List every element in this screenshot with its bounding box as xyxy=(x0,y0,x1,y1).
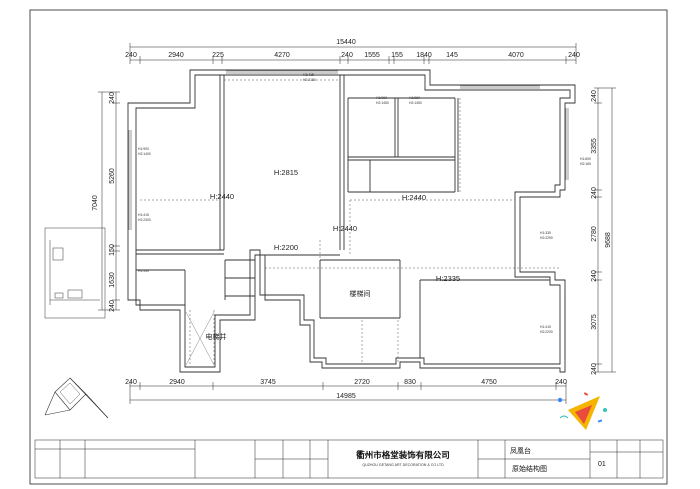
key-plan xyxy=(44,227,106,319)
svg-text:H1:600: H1:600 xyxy=(580,157,591,161)
svg-text:2720: 2720 xyxy=(354,379,370,386)
svg-text:H2:1400: H2:1400 xyxy=(138,152,151,156)
svg-text:H2:1450: H2:1450 xyxy=(409,101,422,105)
svg-text:240: 240 xyxy=(591,90,598,102)
svg-text:240: 240 xyxy=(591,187,598,199)
svg-text:9688: 9688 xyxy=(605,232,612,248)
svg-text:240: 240 xyxy=(125,379,137,386)
svg-text:2940: 2940 xyxy=(168,52,184,59)
svg-text:830: 830 xyxy=(404,379,416,386)
title-block xyxy=(34,439,664,479)
svg-text:240: 240 xyxy=(109,300,116,312)
drawing-name: 原始结构图 xyxy=(512,464,547,473)
svg-text:240: 240 xyxy=(568,52,580,59)
window-notes: H1:900 H2:1400 H1:415 H2:2300 H1:415 H2:… xyxy=(138,73,591,334)
stairwell-label: 楼梯间 xyxy=(350,289,371,298)
elevator-label: 电梯井 xyxy=(206,332,227,341)
svg-text:4750: 4750 xyxy=(481,379,497,386)
svg-text:1630: 1630 xyxy=(109,272,116,288)
sheet-number: 01 xyxy=(598,461,606,468)
svg-text:H1:960: H1:960 xyxy=(376,96,387,100)
windows xyxy=(128,70,569,360)
height-label: H:2440 xyxy=(210,192,234,201)
svg-text:H1:335: H1:335 xyxy=(540,231,551,235)
bottom-dims: 240 2940 3745 2720 830 4750 240 xyxy=(125,379,567,386)
height-label: H:2440 xyxy=(333,224,357,233)
top-dims: 240 2940 225 4270 240 1555 155 1840 145 … xyxy=(125,52,580,59)
svg-text:240: 240 xyxy=(591,363,598,375)
sheet-border xyxy=(29,9,668,485)
company-name: 衢州市格堂装饰有限公司 xyxy=(356,450,450,461)
left-dims: 7040 240 5260 150 1630 240 xyxy=(92,92,116,312)
svg-text:225: 225 xyxy=(212,52,224,59)
right-dims: 240 3355 240 2780 240 3075 240 9688 xyxy=(591,90,612,375)
svg-text:240: 240 xyxy=(341,52,353,59)
svg-text:H2:2290: H2:2290 xyxy=(540,236,553,240)
top-total-dim: 15440 xyxy=(336,39,356,46)
svg-text:240: 240 xyxy=(125,52,137,59)
svg-text:H2:2180: H2:2180 xyxy=(303,78,316,82)
left-dimension-chain xyxy=(98,91,120,311)
height-label: H:2200 xyxy=(274,243,298,252)
beam-lines xyxy=(140,79,560,365)
svg-text:4270: 4270 xyxy=(274,52,290,59)
svg-text:H2:165: H2:165 xyxy=(580,162,591,166)
svg-text:5260: 5260 xyxy=(109,168,116,184)
svg-text:H2:2200: H2:2200 xyxy=(540,330,553,334)
north-arrow-icon xyxy=(44,377,109,419)
svg-text:H1:930: H1:930 xyxy=(138,269,149,273)
svg-text:H1:415: H1:415 xyxy=(303,73,314,77)
top-dimension-chain xyxy=(129,43,577,64)
elevator-shaft xyxy=(185,311,215,366)
svg-text:3745: 3745 xyxy=(260,379,276,386)
svg-text:1555: 1555 xyxy=(364,52,380,59)
svg-text:150: 150 xyxy=(109,244,116,256)
company-name-en: QUZHOU GETANG ART DECORATION & CO LTD xyxy=(362,463,444,467)
height-label: H:2440 xyxy=(402,193,426,202)
bottom-dimension-chain xyxy=(129,382,567,404)
party-popper-icon xyxy=(557,392,607,430)
svg-text:3075: 3075 xyxy=(591,314,598,330)
title-block-text: 衢州市格堂装饰有限公司 QUZHOU GETANG ART DECORATION… xyxy=(356,446,606,473)
walls xyxy=(127,69,576,373)
room-labels: H:2440 H:2815 H:2440 H:2440 H:2200 H:233… xyxy=(206,168,461,341)
project-name: 凤凰台 xyxy=(510,446,531,455)
svg-text:3355: 3355 xyxy=(591,138,598,154)
right-dimension-chain xyxy=(594,87,616,373)
svg-text:H2:1450: H2:1450 xyxy=(376,101,389,105)
height-label: H:2335 xyxy=(436,274,460,283)
svg-text:2940: 2940 xyxy=(169,379,185,386)
height-label: H:2815 xyxy=(274,168,298,177)
svg-text:2780: 2780 xyxy=(591,226,598,242)
svg-text:H1:415: H1:415 xyxy=(138,213,149,217)
svg-text:4070: 4070 xyxy=(508,52,524,59)
bottom-total-dim: 14985 xyxy=(336,393,356,400)
svg-text:H1:900: H1:900 xyxy=(138,147,149,151)
svg-text:240: 240 xyxy=(109,92,116,104)
svg-text:7040: 7040 xyxy=(92,195,99,211)
svg-text:H2:2300: H2:2300 xyxy=(138,218,151,222)
svg-text:240: 240 xyxy=(555,379,567,386)
svg-text:H1:960: H1:960 xyxy=(409,96,420,100)
svg-text:1840: 1840 xyxy=(416,52,432,59)
svg-text:155: 155 xyxy=(391,52,403,59)
svg-text:240: 240 xyxy=(591,270,598,282)
svg-text:145: 145 xyxy=(446,52,458,59)
svg-text:H1:415: H1:415 xyxy=(540,325,551,329)
